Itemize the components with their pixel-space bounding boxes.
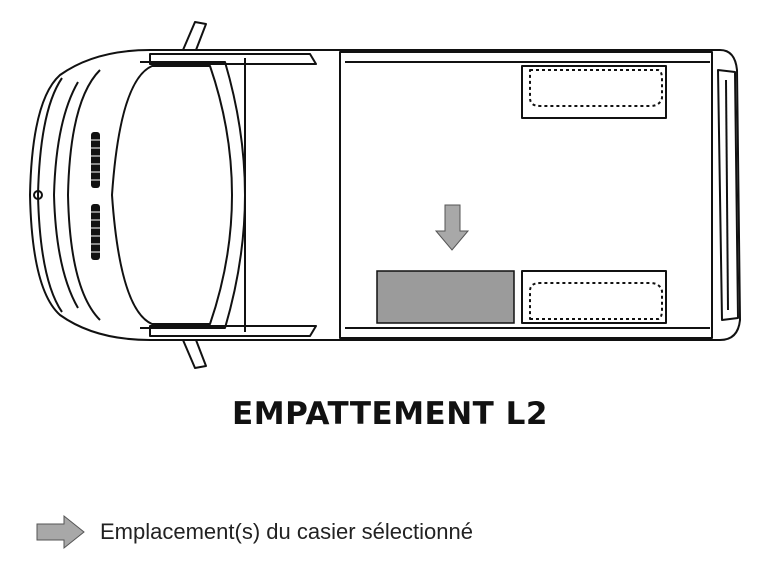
wheel-arch-bottom — [521, 270, 667, 324]
arrow-right-icon — [36, 514, 85, 550]
mirror-top — [182, 21, 207, 51]
front-nose — [37, 77, 63, 313]
legend: Emplacement(s) du casier sélectionné — [36, 514, 473, 550]
wheel-arch-top — [521, 65, 667, 119]
cargo-floor — [339, 51, 713, 339]
selected-locker — [376, 270, 515, 324]
diagram-title: EMPATTEMENT L2 — [232, 396, 548, 432]
van-body-outline — [29, 49, 741, 341]
legend-text: Emplacement(s) du casier sélectionné — [100, 519, 473, 544]
van-top-view-diagram — [29, 21, 741, 369]
mirror-bottom — [182, 339, 207, 369]
locker-marker-arrow — [434, 204, 470, 251]
rear-door — [717, 69, 739, 321]
windshield — [111, 65, 233, 325]
